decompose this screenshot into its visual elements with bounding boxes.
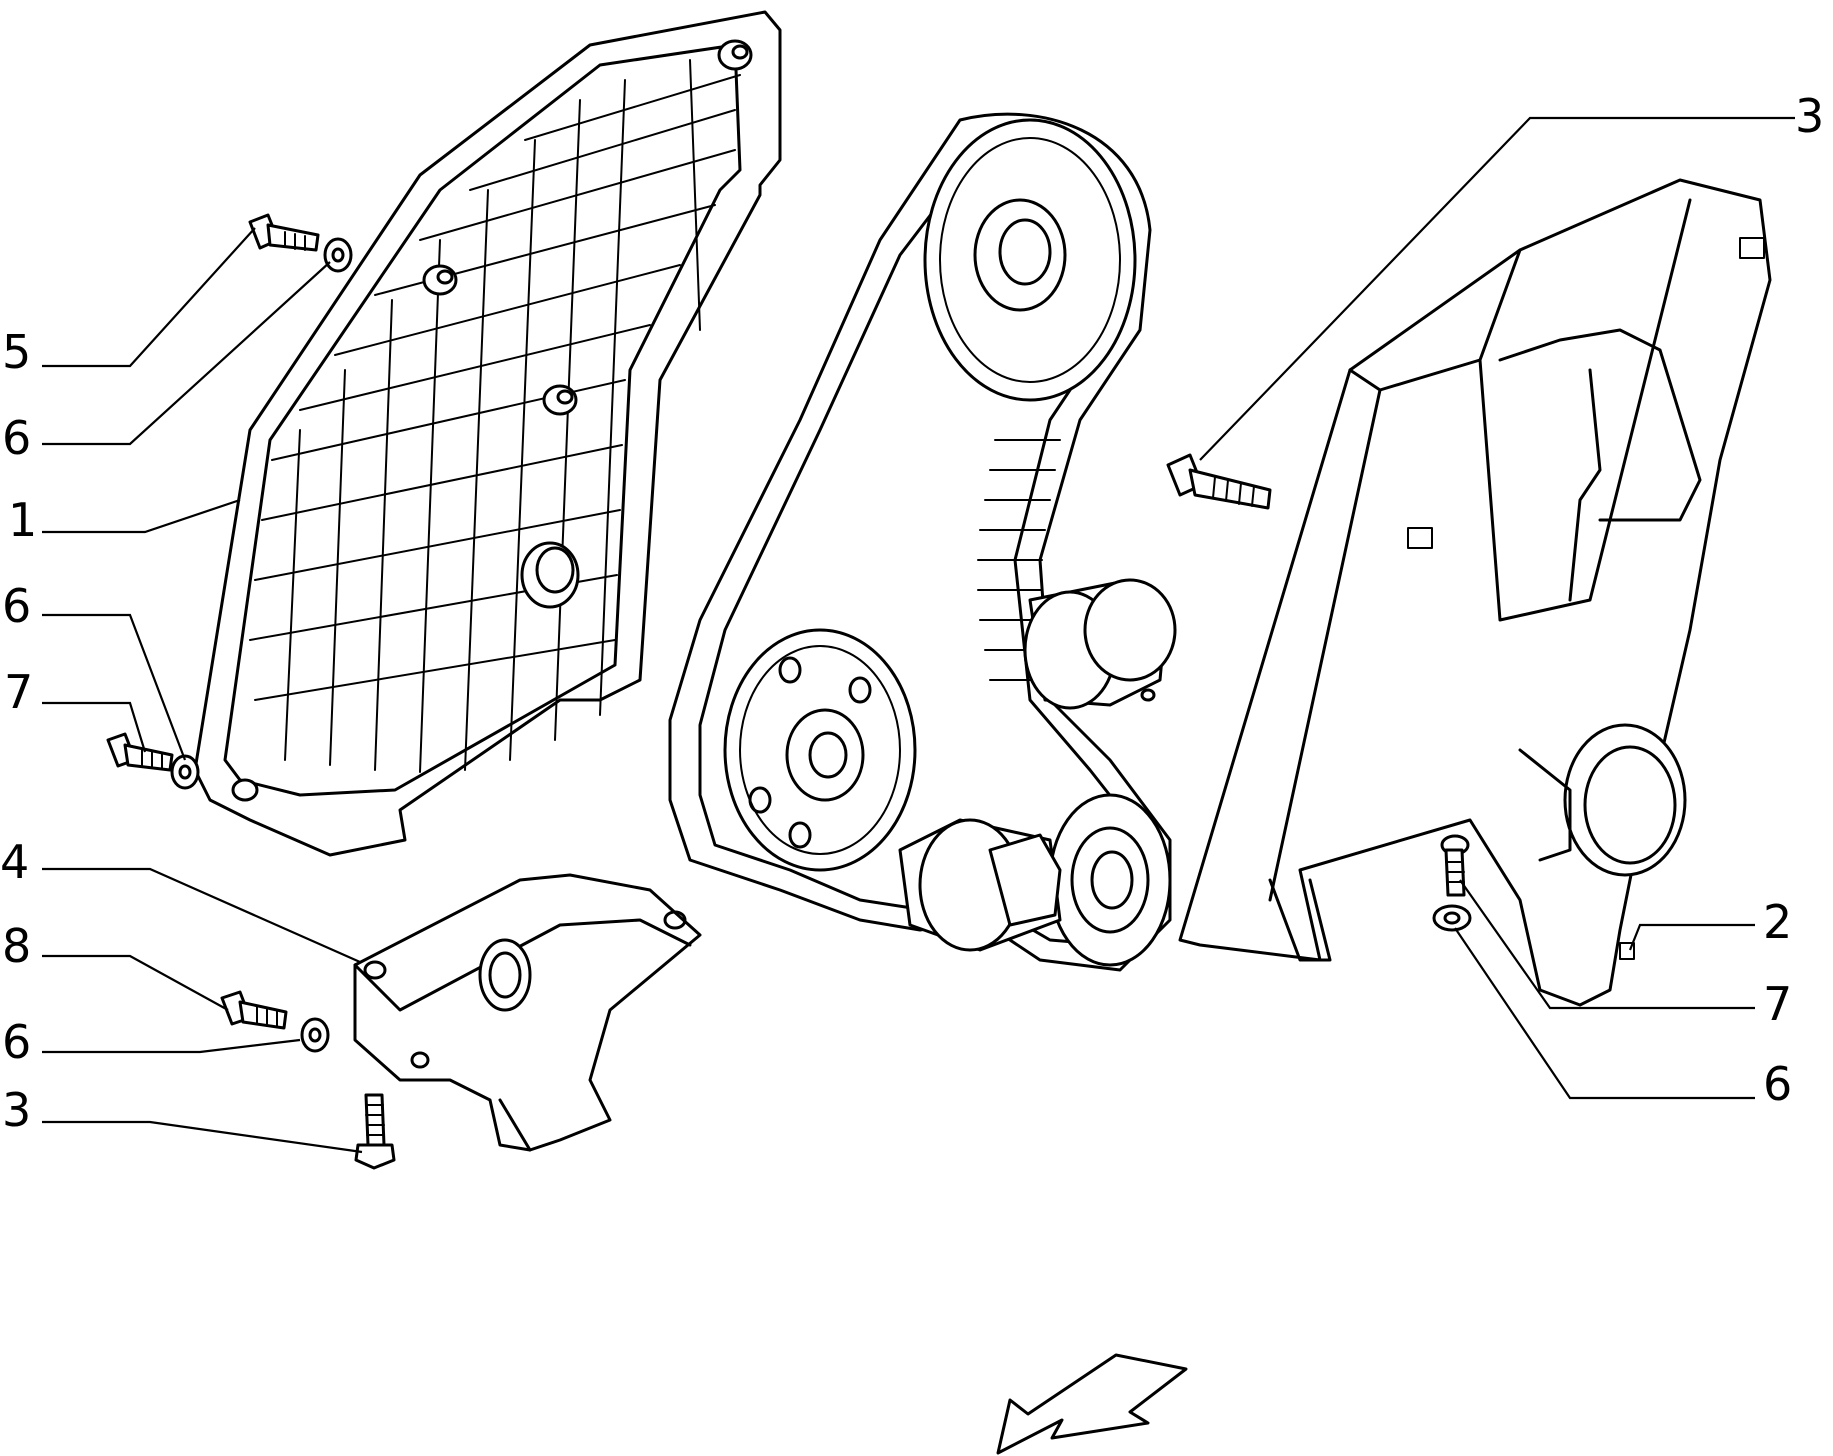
callout-2: 2 xyxy=(1763,895,1792,949)
bolt-8 xyxy=(220,990,288,1030)
camshaft-pulley xyxy=(923,118,1137,402)
rear-timing-cover xyxy=(193,10,782,857)
callout-7: 7 xyxy=(1763,977,1792,1031)
callout-6: 6 xyxy=(2,1015,31,1069)
callout-7: 7 xyxy=(4,665,33,719)
callout-6: 6 xyxy=(1763,1057,1792,1111)
cover-grid xyxy=(249,59,741,773)
support-bracket xyxy=(353,873,702,1152)
leader-lines xyxy=(42,116,1795,1154)
callout-8: 8 xyxy=(2,919,31,973)
callout-6: 6 xyxy=(2,411,31,465)
washer-6-mid xyxy=(170,754,200,790)
direction-arrow xyxy=(996,1353,1188,1455)
bolt-3-right xyxy=(1166,453,1272,510)
callout-3: 3 xyxy=(2,1083,31,1137)
front-timing-cover xyxy=(1178,178,1772,1007)
callout-numbers: 5 6 1 6 7 4 8 6 3 3 2 7 6 xyxy=(0,89,1824,1137)
callout-1: 1 xyxy=(8,493,37,547)
washer-6-top xyxy=(323,237,353,273)
cover-boss xyxy=(231,39,753,802)
washer-6-low xyxy=(300,1017,330,1053)
callout-6: 6 xyxy=(2,579,31,633)
intermediate-pulley xyxy=(723,628,917,872)
bolt-7-right xyxy=(1440,834,1470,897)
bolt-5 xyxy=(248,213,320,252)
tensioner-roller xyxy=(1023,578,1177,710)
callout-4: 4 xyxy=(0,835,29,889)
washer-6-right xyxy=(1432,904,1472,932)
crankshaft-pulley xyxy=(898,793,1172,967)
bolt-7-left xyxy=(106,732,174,772)
bolt-3-bottom xyxy=(354,1093,396,1170)
callout-3: 3 xyxy=(1795,89,1824,143)
callout-5: 5 xyxy=(2,325,31,379)
